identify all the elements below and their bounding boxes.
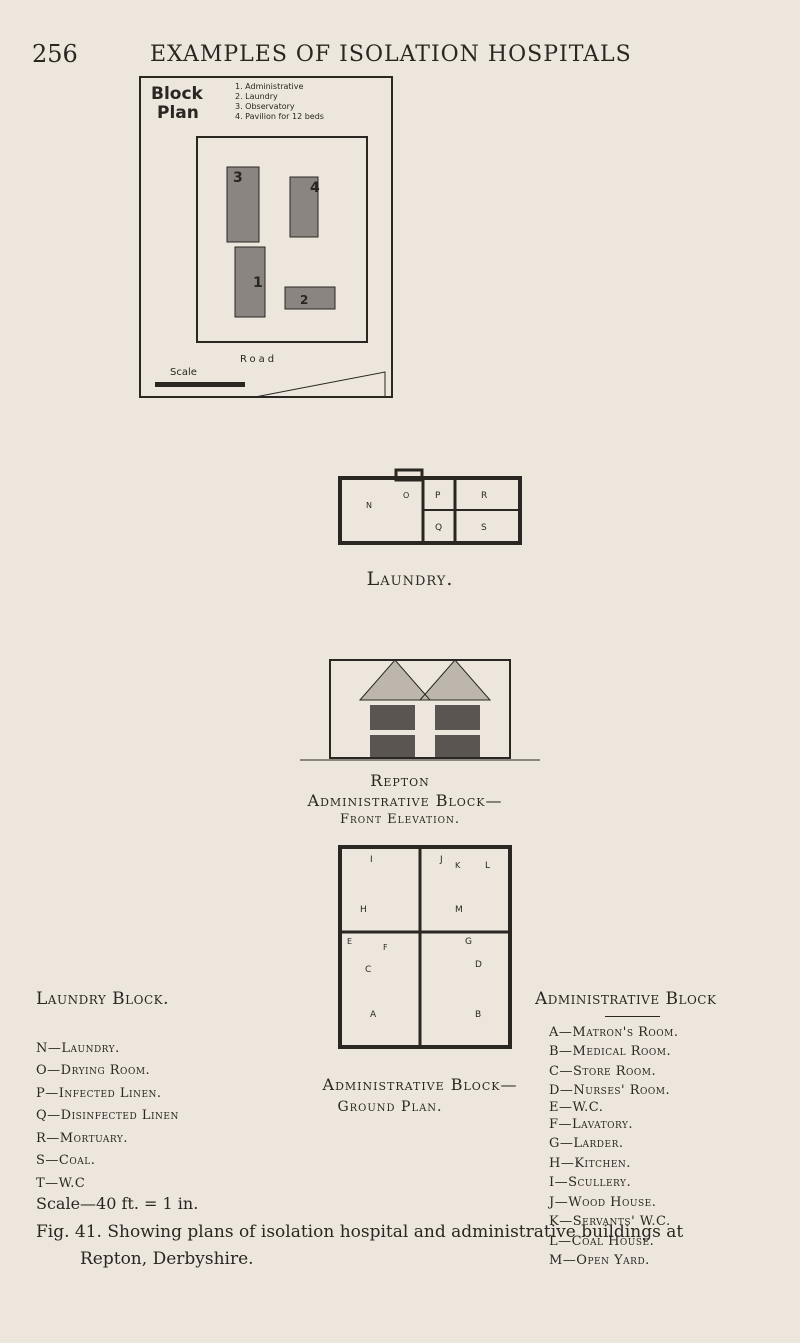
- legend-item: D—Nurses' Room.: [549, 1083, 671, 1098]
- laundry-plan-drawing: N O P Q R S: [338, 468, 522, 545]
- laundry-legend-heading: Laundry Block.: [36, 989, 170, 1009]
- room-label: J: [439, 855, 443, 865]
- room-label: G: [465, 937, 472, 947]
- room-label: O: [403, 491, 409, 500]
- room-label: S: [481, 523, 487, 533]
- legend-item: S—Coal.: [36, 1153, 96, 1168]
- room-label: N: [366, 501, 372, 510]
- scale-note: Scale—40 ft. = 1 in.: [36, 1194, 199, 1213]
- legend-item: H—Kitchen.: [549, 1155, 631, 1171]
- page-number: 256: [32, 40, 78, 68]
- block-legend-item: 2. Laundry: [235, 92, 278, 101]
- legend-item: P—Infected Linen.: [36, 1085, 162, 1101]
- running-title: EXAMPLES OF ISOLATION HOSPITALS: [150, 42, 632, 67]
- block-plan-title-2: Plan: [157, 103, 199, 123]
- legend-item: R—Mortuary.: [36, 1130, 128, 1146]
- ground-plan-caption-1: Administrative Block—: [322, 1075, 518, 1094]
- room-label: E: [347, 937, 352, 946]
- legend-item: I—Scullery.: [549, 1175, 632, 1190]
- elevation-drawing: [300, 659, 540, 761]
- legend-item: Q—Disinfected Linen: [36, 1108, 179, 1123]
- elevation-caption-3: Front Elevation.: [339, 812, 461, 827]
- admin-legend-heading: Administrative Block: [535, 989, 717, 1009]
- legend-item: E—W.C.: [549, 1099, 604, 1115]
- block-legend-item: 3. Observatory: [235, 102, 295, 111]
- plan-number: 4: [310, 180, 320, 196]
- admin-legend: Administrative Block A—Matron's Room. B—…: [535, 989, 800, 1271]
- legend-item: C—Store Room.: [549, 1063, 657, 1079]
- room-label: L: [485, 861, 490, 871]
- legend-item: M—Open Yard.: [549, 1253, 650, 1268]
- room-label: P: [435, 491, 441, 501]
- room-label: Q: [435, 523, 442, 533]
- legend-item: O—Drying Room.: [36, 1063, 151, 1078]
- legend-item: K—Servants' W.C.: [549, 1214, 671, 1229]
- room-label: B: [475, 1010, 481, 1020]
- legend-item: B—Medical Room.: [549, 1044, 672, 1059]
- road-label: Road: [240, 354, 277, 365]
- room-label: C: [365, 965, 371, 975]
- room-label: R: [481, 491, 487, 501]
- room-label: F: [383, 943, 388, 952]
- room-label: A: [370, 1010, 377, 1020]
- legend-item: T—W.C: [36, 1175, 86, 1191]
- block-legend-item: 1. Administrative: [235, 82, 303, 91]
- scale-label: Scale: [170, 367, 197, 378]
- room-label: M: [455, 905, 463, 915]
- room-label: H: [360, 905, 367, 915]
- plan-number: 3: [233, 170, 243, 186]
- plan-number: 2: [300, 293, 308, 307]
- ground-plan-caption-2: Ground Plan.: [337, 1099, 443, 1115]
- plan-number: 1: [253, 275, 263, 291]
- block-legend-item: 4. Pavilion for 12 beds: [235, 112, 324, 121]
- block-plan-title: Block: [151, 84, 204, 104]
- legend-item: F—Lavatory.: [549, 1116, 634, 1132]
- block-plan-drawing: Block Plan 1. Administrative 2. Laundry …: [139, 76, 393, 398]
- legend-item: A—Matron's Room.: [549, 1024, 679, 1040]
- elevation-caption-1: Repton: [370, 771, 430, 790]
- room-label: K: [455, 861, 461, 870]
- legend-item: G—Larder.: [549, 1136, 624, 1151]
- room-label: I: [370, 855, 373, 865]
- laundry-legend: Laundry Block. N—Laundry. O—Drying Room.…: [36, 989, 286, 1195]
- figure-caption-1: Fig. 41. Showing plans of isolation hosp…: [36, 1222, 684, 1242]
- legend-item: J—Wood House.: [549, 1194, 657, 1210]
- figure-caption-2: Repton, Derbyshire.: [80, 1249, 254, 1269]
- divider: [605, 1015, 660, 1017]
- elevation-caption-2: Administrative Block—: [307, 791, 503, 810]
- room-label: D: [475, 960, 482, 970]
- legend-item: N—Laundry.: [36, 1040, 120, 1056]
- legend-item: L—Coal House.: [549, 1233, 655, 1249]
- laundry-caption: Laundry.: [366, 568, 454, 590]
- ground-plan-drawing: H M I J K L E F G C D A B: [338, 845, 512, 1049]
